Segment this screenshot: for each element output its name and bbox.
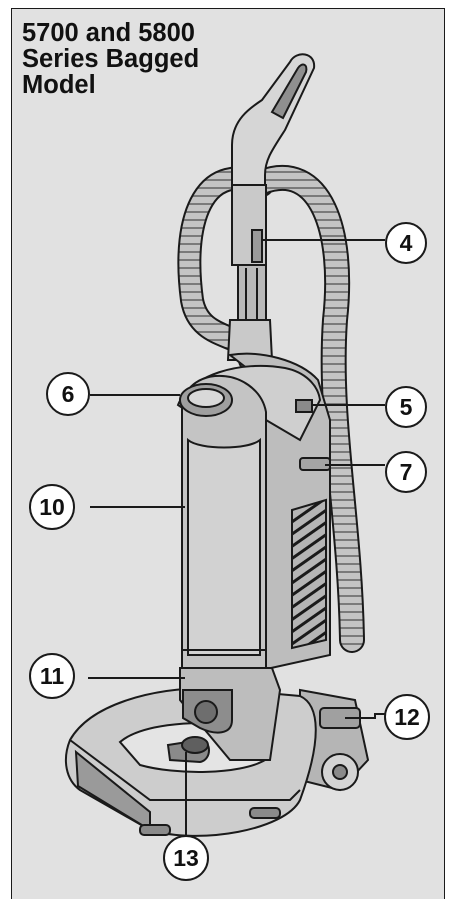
callout-6: 6	[46, 372, 90, 416]
vacuum-base	[64, 667, 370, 837]
svg-text:12: 12	[394, 704, 420, 730]
svg-text:5: 5	[400, 394, 413, 420]
svg-text:11: 11	[40, 663, 65, 689]
leader-line-12	[345, 713, 385, 719]
handle	[231, 53, 316, 326]
diagram-title: 5700 and 5800 Series Bagged Model	[22, 20, 199, 98]
svg-text:4: 4	[400, 230, 413, 256]
title-line-2: Series Bagged	[22, 45, 200, 73]
svg-text:13: 13	[173, 845, 199, 871]
callout-11: 11	[29, 653, 75, 699]
callout-13: 13	[163, 835, 209, 881]
callout-5: 5	[385, 386, 427, 428]
svg-text:10: 10	[39, 494, 65, 520]
vacuum-body	[176, 319, 331, 672]
svg-text:6: 6	[62, 381, 75, 407]
callout-4: 4	[385, 222, 427, 264]
callout-12: 12	[384, 694, 430, 740]
title-line-3: Model	[22, 71, 96, 99]
leader-lines	[88, 239, 385, 838]
callout-10: 10	[29, 484, 75, 530]
callout-7: 7	[385, 451, 427, 493]
title-line-1: 5700 and 5800	[22, 19, 195, 47]
svg-text:7: 7	[400, 459, 413, 485]
